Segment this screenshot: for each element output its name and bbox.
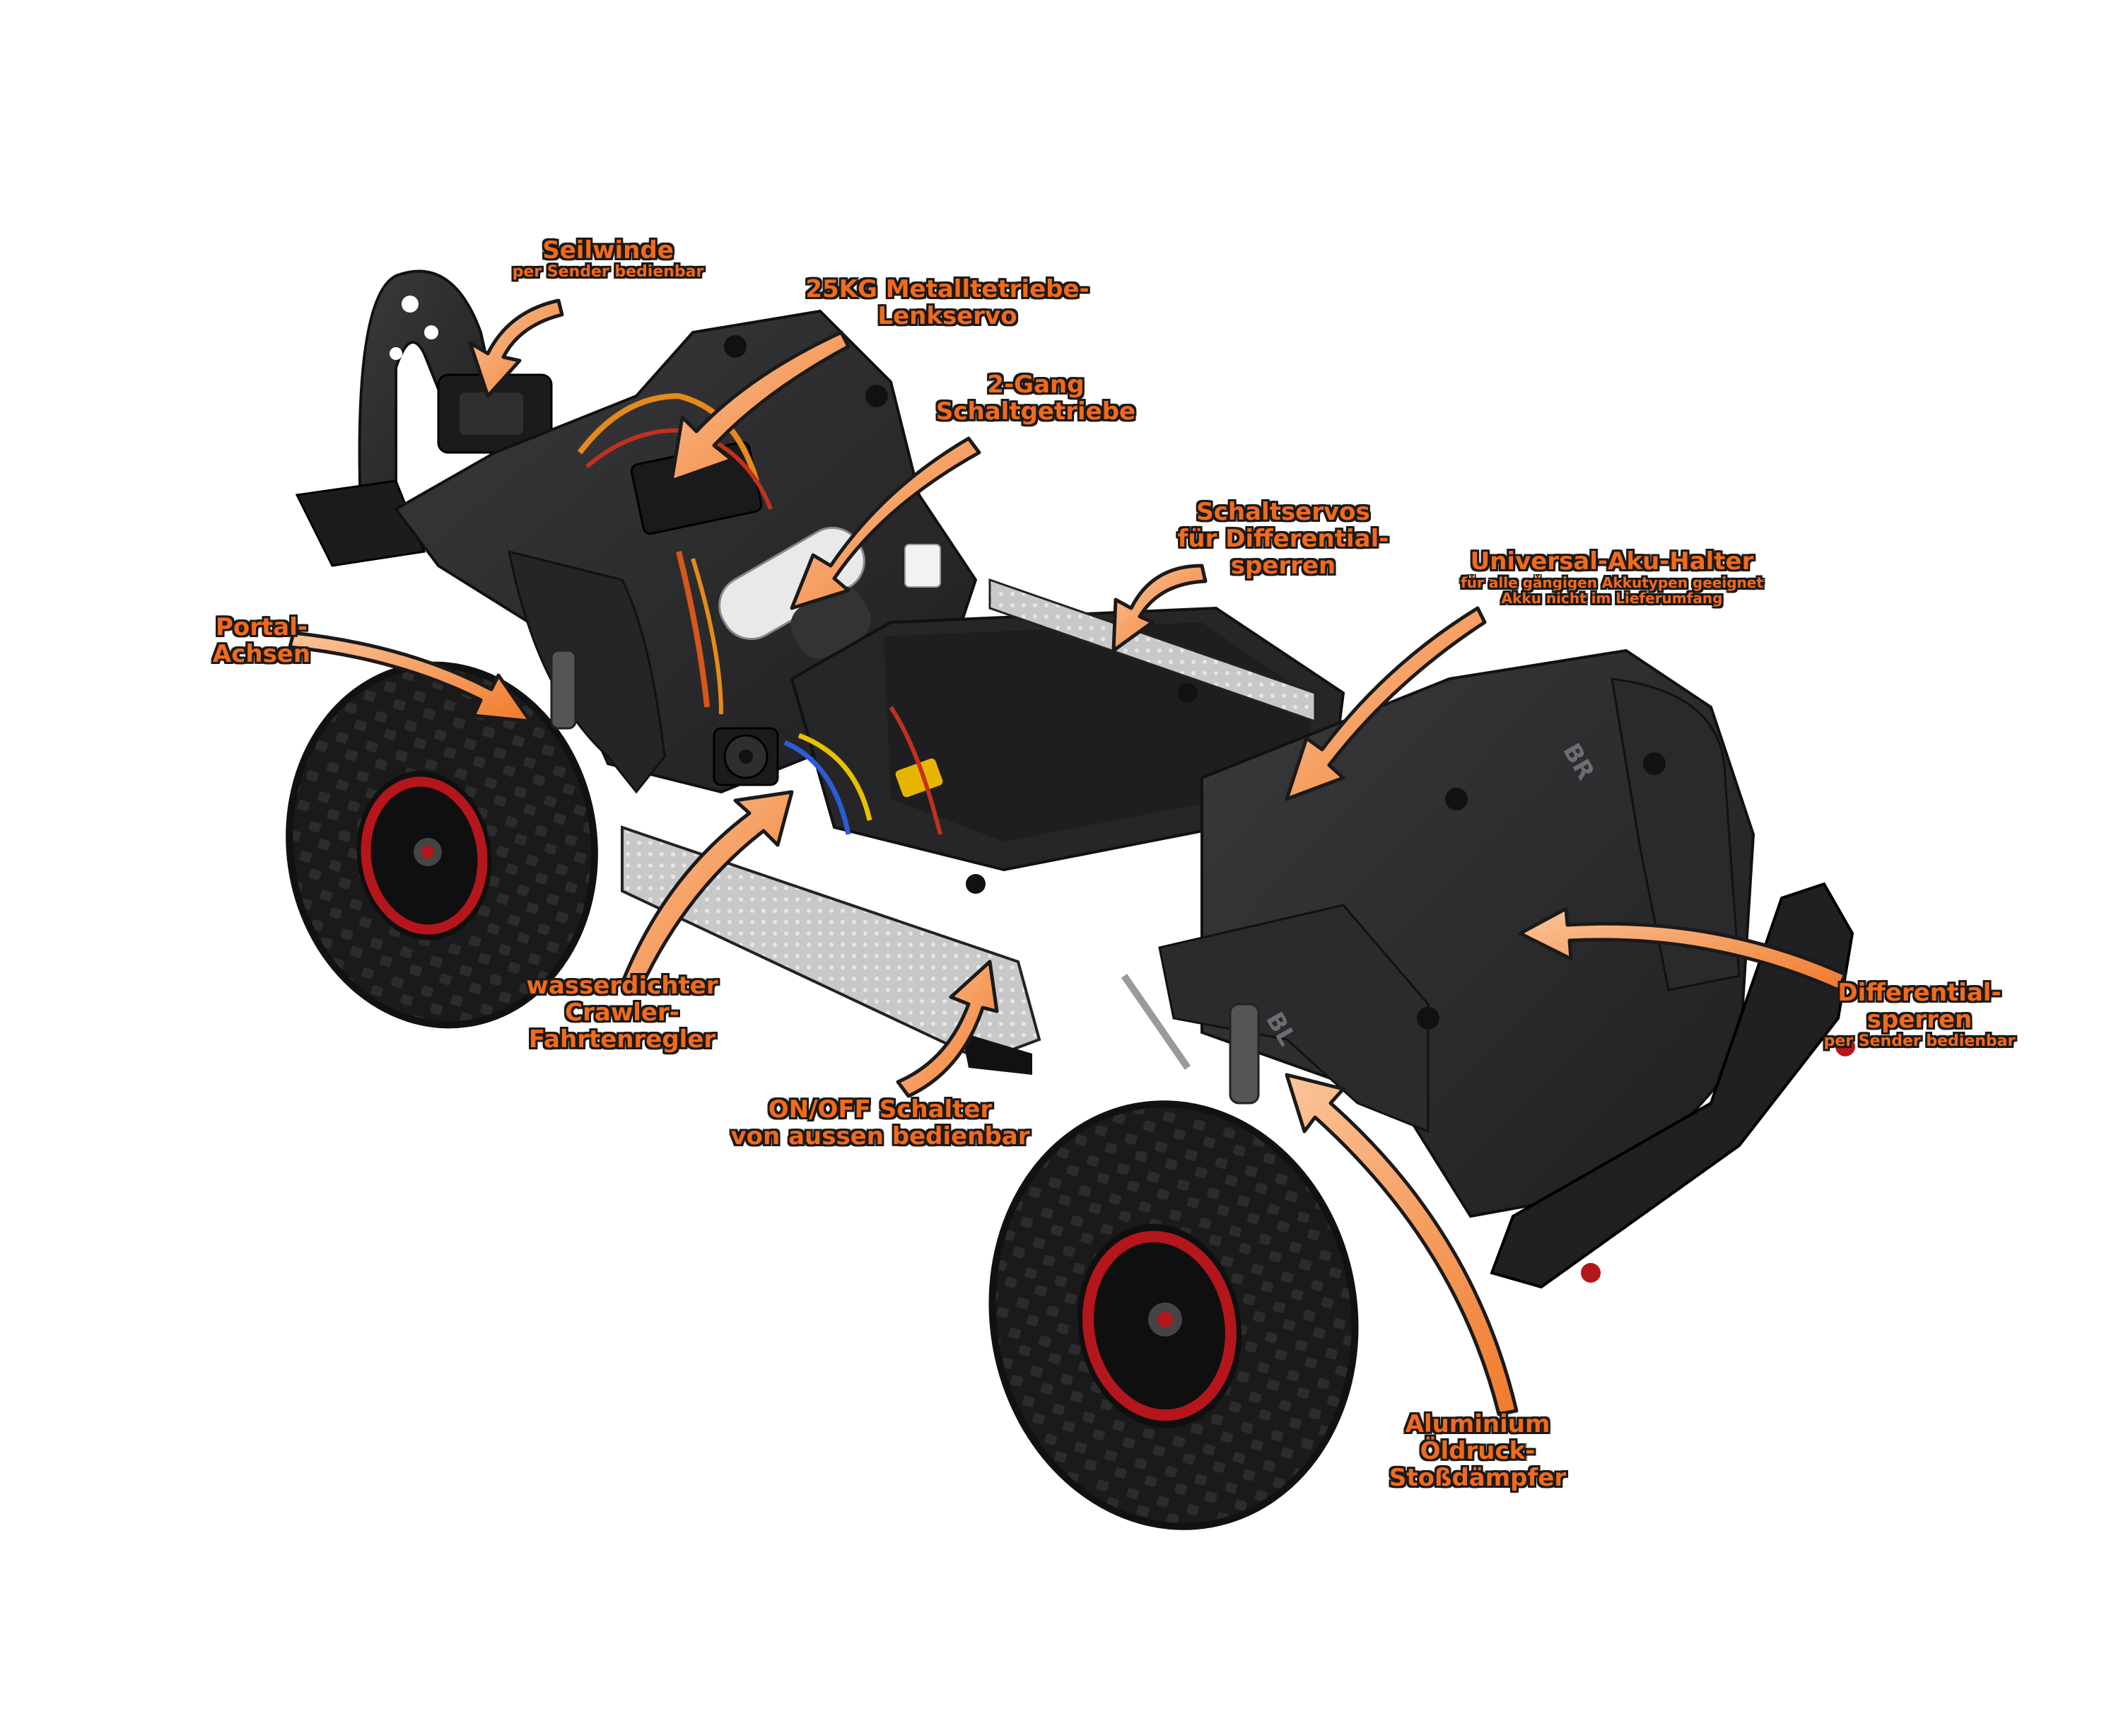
callout-diffsperren-line1: Differential- [1837,979,2002,1007]
callout-schalter: ON/OFF Schalter von aussen bedienbar [728,1096,1032,1150]
arrow-daempfer [1285,1073,1519,1416]
callout-portal: Portal- Achsen [191,614,332,668]
callout-daempfer: Aluminium Öldruck- Stoßdämpfer [1372,1411,1584,1491]
callout-lenkservo: 25KG Metalltetriebe- Lenkservo [792,276,1103,330]
callout-daempfer-line1: Aluminium [1405,1410,1550,1438]
callout-seilwinde: Seilwinde per Sender bedienbar [474,237,742,281]
callout-schaltservos-line2: für Differential- [1177,525,1389,554]
rear-left-tire [286,661,598,1029]
arrow-akkuhalter [1285,606,1487,801]
callout-akkuhalter: Universal-Aku-Halter für alle gängigen A… [1435,548,1789,607]
callout-seilwinde-title: Seilwinde [542,236,674,264]
callout-schalter-line2: von aussen bedienbar [730,1122,1030,1151]
callout-schalter-line1: ON/OFF Schalter [768,1095,993,1124]
callout-portal-line1: Portal- [215,613,308,641]
callout-regler-line3: Fahrtenregler [528,1025,716,1054]
arrow-schaltgetriebe [790,436,981,610]
arrow-diffsperren [1518,907,1847,992]
callout-schaltservos-line1: Schaltservos [1196,498,1370,526]
callout-akkuhalter-title: Universal-Aku-Halter [1470,547,1754,576]
arrow-seilwinde [468,298,564,398]
callout-regler-line2: Crawler- [565,998,679,1027]
winch-mount [295,269,553,567]
callout-regler: wasserdichter Crawler- Fahrtenregler [509,972,735,1053]
callout-daempfer-line2: Öldruck- [1420,1437,1536,1466]
callout-akkuhalter-sub1: für alle gängigen Akkutypen geeignet [1461,574,1763,592]
chassis-body: BL BR [394,309,1855,1289]
callout-diffsperren: Differential- sperren per Sender bedienb… [1782,979,2057,1051]
arrow-schaltservos [1111,564,1208,653]
callout-schaltservos: Schaltservos für Differential- sperren [1174,499,1393,579]
front-left-tire [988,1100,1359,1530]
callout-lenkservo-line2: Lenkservo [877,302,1017,331]
callout-schaltgetriebe-line1: 2-Gang [987,371,1085,399]
arrow-portal [288,631,532,723]
callout-daempfer-line3: Stoßdämpfer [1389,1464,1567,1493]
arrow-schalter [896,960,999,1098]
callout-seilwinde-sub: per Sender bedienbar [512,263,704,281]
callout-regler-line1: wasserdichter [526,972,718,1000]
callout-schaltgetriebe: 2-Gang Schaltgetriebe [926,371,1145,425]
arrow-lenkservo [670,330,851,483]
callout-diffsperren-line2: sperren [1866,1006,1973,1035]
callout-schaltservos-line3: sperren [1230,552,1336,581]
callout-schaltgetriebe-line2: Schaltgetriebe [935,397,1136,426]
arrow-regler [620,790,794,992]
callout-diffsperren-sub: per Sender bedienbar [1823,1032,2016,1051]
callout-lenkservo-line1: 25KG Metalltetriebe- [805,275,1089,303]
callout-portal-line2: Achsen [212,640,311,669]
callout-akkuhalter-sub2: Akku nicht im Lieferumfang [1501,590,1723,607]
